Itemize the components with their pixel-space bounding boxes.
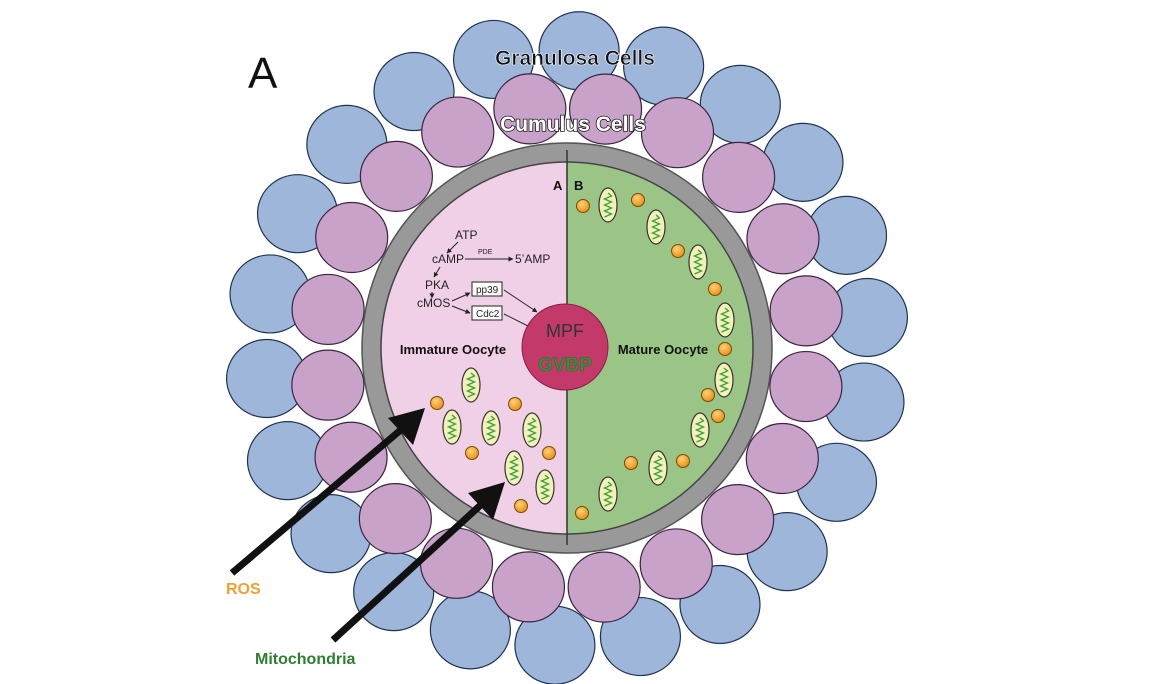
granulosa-cell — [290, 494, 372, 574]
granulosa-cell — [762, 122, 844, 202]
ros-particle — [624, 456, 638, 470]
half-label-b: B — [574, 178, 583, 193]
cdc2-box — [471, 305, 503, 321]
cumulus-cell — [640, 97, 715, 169]
ros-particle — [514, 499, 528, 513]
mitochondrion — [522, 412, 542, 448]
mitochondria-legend-label: Mitochondria — [255, 651, 356, 668]
camp-label: cAMP — [432, 252, 464, 266]
half-label-a: A — [553, 178, 563, 193]
mitochondrion — [481, 410, 501, 446]
mitochondrion — [648, 450, 668, 486]
cumulus-cell — [567, 551, 641, 623]
ros-particle — [676, 454, 690, 468]
ros-particle — [708, 282, 722, 296]
mitochondrion — [598, 187, 618, 223]
cumulus-cell — [568, 73, 643, 145]
cumulus-cell — [493, 73, 567, 145]
mpf-label: MPF — [546, 321, 584, 341]
mature-oocyte-label: Mature Oocyte — [618, 342, 708, 357]
mitochondrion — [535, 469, 555, 505]
cumulus-cell — [769, 275, 843, 347]
granulosa-cells-label: Granulosa Cells — [495, 47, 655, 70]
cumulus-cell — [421, 96, 495, 168]
cumulus-cell — [702, 141, 776, 213]
cdc2-label: Cdc2 — [476, 309, 500, 320]
ros-arrow — [229, 408, 425, 576]
mitochondrion — [714, 362, 734, 398]
ros-particle — [711, 409, 725, 423]
cumulus-cells-label: Cumulus Cells — [500, 113, 646, 136]
cumulus-cell — [639, 528, 713, 600]
mitochondrion — [442, 409, 462, 445]
atp-label: ATP — [455, 228, 477, 242]
ros-particle — [465, 446, 479, 460]
cumulus-cell — [745, 422, 819, 495]
mitochondrion — [598, 476, 618, 512]
organelles — [430, 187, 735, 520]
immature-oocyte-half — [381, 162, 567, 534]
pde-label: PDE — [478, 249, 493, 256]
mitochondrion — [715, 302, 735, 338]
ros-particle — [508, 397, 522, 411]
ros-particle — [718, 342, 732, 356]
cmos-label: cMOS — [417, 296, 450, 310]
cumulus-cell — [358, 483, 432, 555]
cumulus-cell — [314, 421, 388, 493]
cumulus-cell — [491, 551, 566, 623]
ros-legend-label: ROS — [226, 581, 261, 598]
cumulus-cell — [359, 140, 433, 212]
ros-particle — [575, 506, 589, 520]
five-amp-label: 5’AMP — [515, 252, 550, 266]
panel-label: A — [248, 49, 278, 98]
signaling-pathway: ATP cAMP PDE 5’AMP PKA cMOS pp39 Cdc2 — [417, 228, 550, 329]
cumulus-cell — [291, 349, 365, 421]
mitochondrion — [690, 412, 710, 448]
cumulus-cell — [315, 201, 389, 274]
cumulus-cell — [746, 203, 820, 275]
ros-particle — [631, 193, 645, 207]
mitochondrion — [688, 244, 708, 280]
mitochondria-arrow — [330, 482, 505, 643]
cumulus-cell — [769, 350, 843, 423]
cumulus-cell — [701, 484, 775, 556]
ros-particle — [542, 446, 556, 460]
cumulus-cells — [291, 73, 843, 623]
mitochondrion — [646, 209, 666, 245]
ros-particle — [430, 396, 444, 410]
pp39-label: pp39 — [476, 285, 499, 296]
ros-particle — [671, 244, 685, 258]
mitochondrion — [461, 367, 481, 403]
pp39-box — [471, 281, 503, 297]
ros-particle — [701, 388, 715, 402]
immature-oocyte-label: Immature Oocyte — [400, 342, 506, 357]
mitochondrion — [504, 450, 524, 486]
mpf-circle — [521, 303, 609, 391]
gvbp-label: GVBP — [538, 355, 592, 376]
pka-label: PKA — [425, 278, 449, 292]
cumulus-cell — [419, 527, 494, 599]
ros-particle — [576, 199, 590, 213]
cumulus-cell — [291, 273, 365, 346]
